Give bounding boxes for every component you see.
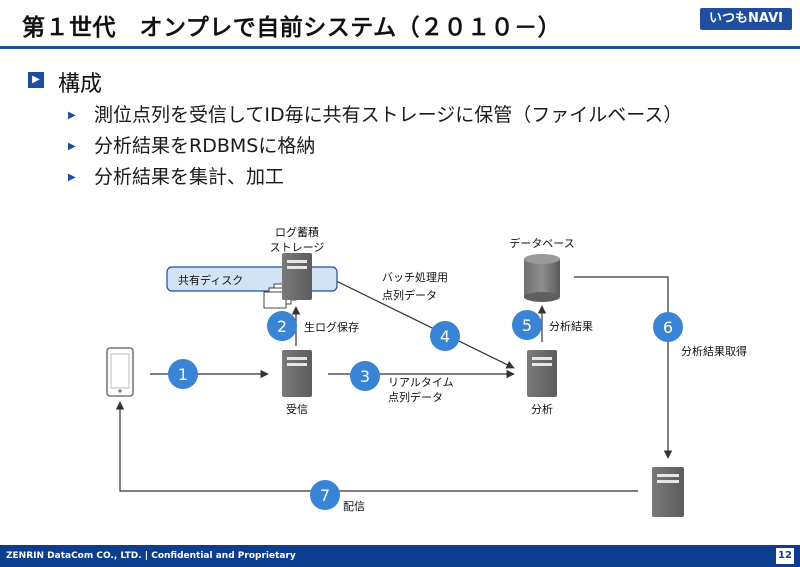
analysis-result-label: 分析結果 xyxy=(549,319,593,333)
bullet-item: ▶ 分析結果をRDBMSに格納 xyxy=(68,131,682,162)
delivery-server-icon xyxy=(652,467,684,517)
bullet-item: ▶ 測位点列を受信してID毎に共有ストレージに保管（ファイルベース） xyxy=(68,100,682,131)
step-badge-6: 6 xyxy=(653,312,683,342)
section-heading: 構成 xyxy=(58,72,103,97)
svg-text:2: 2 xyxy=(277,317,287,336)
step-badge-3: 3 xyxy=(350,361,380,391)
svg-text:1: 1 xyxy=(178,365,188,384)
delivery-label: 配信 xyxy=(343,500,365,513)
bullet-arrow-icon: ▶ xyxy=(68,172,76,183)
step-badge-2: 2 xyxy=(267,311,297,341)
storage-label-2: ストレージ xyxy=(270,241,325,254)
bullet-list: ▶ 測位点列を受信してID毎に共有ストレージに保管（ファイルベース） ▶ 分析結… xyxy=(68,100,682,193)
database-label: データベース xyxy=(509,236,574,250)
footer-bar: ZENRIN DataCom CO., LTD. | Confidential … xyxy=(0,545,800,567)
analysis-label: 分析 xyxy=(531,402,553,416)
bullet-arrow-icon: ▶ xyxy=(68,141,76,152)
bullet-item: ▶ 分析結果を集計、加工 xyxy=(68,162,682,193)
get-analysis-label: 分析結果取得 xyxy=(681,344,747,358)
receive-label: 受信 xyxy=(286,403,308,416)
smartphone-icon xyxy=(106,347,134,397)
arrow-delivery-to-phone xyxy=(115,401,638,492)
batch-label-2: 点列データ xyxy=(382,288,437,302)
realtime-label-1: リアルタイム xyxy=(388,376,454,389)
svg-text:6: 6 xyxy=(663,318,673,337)
step-badge-4: 4 xyxy=(430,321,460,351)
arrow-db-to-delivery-server xyxy=(574,276,673,459)
database-icon xyxy=(524,254,560,302)
step-badge-5: 5 xyxy=(512,310,542,340)
page-number: 12 xyxy=(776,548,794,564)
shared-disk-label: 共有ディスク xyxy=(178,273,243,287)
svg-text:5: 5 xyxy=(522,316,532,335)
svg-text:3: 3 xyxy=(360,367,370,386)
step-badge-1: 1 xyxy=(168,359,198,389)
realtime-label-2: 点列データ xyxy=(388,390,443,404)
bullet-text: 測位点列を受信してID毎に共有ストレージに保管（ファイルベース） xyxy=(94,104,683,126)
step-badge-7: 7 xyxy=(310,480,340,510)
svg-text:4: 4 xyxy=(440,327,450,346)
analysis-server-icon xyxy=(527,350,557,397)
receive-server-icon xyxy=(282,350,312,397)
footer-company: ZENRIN DataCom CO., LTD. | Confidential … xyxy=(6,551,296,561)
svg-text:7: 7 xyxy=(320,486,330,505)
bullet-arrow-icon: ▶ xyxy=(68,110,76,121)
raw-log-label: 生ログ保存 xyxy=(304,320,359,334)
page-title: 第１世代 オンプレで自前システム（２０１０－） xyxy=(22,15,562,41)
bullet-text: 分析結果をRDBMSに格納 xyxy=(94,135,316,157)
storage-server-icon xyxy=(282,253,312,300)
brand-logo: いつもNAVI xyxy=(700,8,792,30)
title-divider xyxy=(0,46,800,49)
section-marker-icon: ▶ xyxy=(28,72,44,88)
arrow-storage-to-analysis xyxy=(329,277,515,369)
storage-label-1: ログ蓄積 xyxy=(275,225,319,239)
batch-label-1: バッチ処理用 xyxy=(382,271,448,284)
bullet-text: 分析結果を集計、加工 xyxy=(94,166,285,188)
